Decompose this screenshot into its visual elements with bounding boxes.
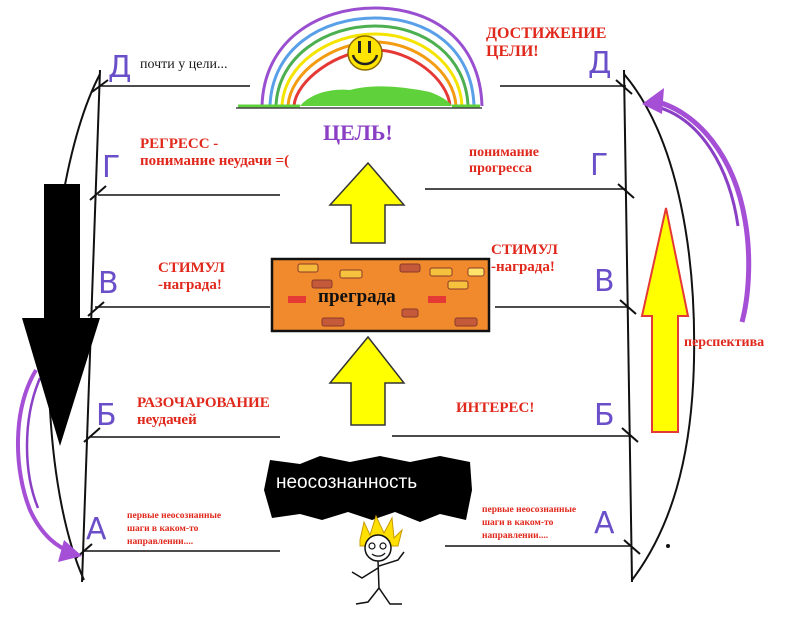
barrier-wall xyxy=(270,257,491,333)
right-scale xyxy=(392,69,696,583)
disappointment-label: РАЗОЧАРОВАНИЕ неудачей xyxy=(137,395,270,429)
level-letter-v-right: В xyxy=(594,264,615,299)
black-down-arrow-icon xyxy=(22,184,100,446)
left-first-steps-label: первые неосознанные шаги в каком-то напр… xyxy=(127,511,222,547)
stick-figure-icon xyxy=(351,514,405,605)
level-letter-g-right: Г xyxy=(590,148,609,183)
rainbow-sun-goal-icon xyxy=(236,6,484,109)
unawareness-cloud xyxy=(264,456,472,522)
level-letter-d-left: Д xyxy=(108,50,132,85)
level-letter-v-left: В xyxy=(98,266,119,301)
level-letter-a-right: А xyxy=(594,506,615,541)
barrier-label: преграда xyxy=(318,286,396,307)
left-stimulus-label: СТИМУЛ -награда! xyxy=(158,260,225,294)
right-first-steps-label: первые неосознанные шаги в каком-то напр… xyxy=(482,505,577,541)
level-letter-a-left: А xyxy=(86,512,107,547)
yellow-up-arrows xyxy=(328,161,690,433)
regress-label: РЕГРЕСС - понимание неудачи =( xyxy=(140,136,290,170)
level-letter-d-right: Д xyxy=(588,46,612,81)
interest-label: ИНТЕРЕС! xyxy=(456,400,535,416)
unawareness-label: неосознанность xyxy=(276,472,418,493)
goal-label: ЦЕЛЬ! xyxy=(323,120,393,145)
level-letter-b-right: Б xyxy=(594,398,615,433)
progress-understanding-label: понимание прогресса xyxy=(469,145,539,177)
purple-curved-arrows xyxy=(15,88,752,562)
perspective-label: перспектива xyxy=(684,335,765,350)
level-letter-g-left: Г xyxy=(102,150,121,185)
level-letter-b-left: Б xyxy=(96,398,117,433)
right-stimulus-label: СТИМУЛ -награда! xyxy=(491,242,558,276)
almost-at-goal-note: почти у цели... xyxy=(140,57,228,72)
goal-achieved-note: ДОСТИЖЕНИЕ ЦЕЛИ! xyxy=(486,25,607,61)
